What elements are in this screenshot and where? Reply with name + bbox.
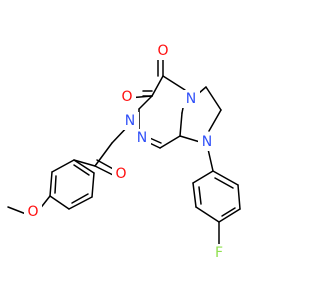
- canvas-background: [0, 0, 300, 300]
- label-mask: [182, 90, 200, 108]
- label-mask: [121, 112, 139, 130]
- label-mask: [210, 244, 228, 262]
- atom-label-n8: N: [202, 134, 212, 150]
- bond-mph-2: [49, 171, 53, 197]
- label-mask: [118, 88, 136, 106]
- bond-mph-1: [51, 159, 75, 173]
- bond-mph-3: [49, 195, 70, 210]
- bond-c4-n5: [162, 75, 186, 91]
- bond-mph-inner-3: [73, 164, 90, 176]
- label-mask: [24, 203, 42, 221]
- bond-acyl-o: [94, 165, 116, 177]
- bond-fph-4: [218, 208, 241, 223]
- bond-c4-c3: [151, 75, 164, 97]
- bond-c7-n8: [208, 109, 222, 132]
- bond-mph-inner-1: [54, 175, 57, 194]
- label-mask: [198, 133, 216, 151]
- bond-c8a-c-ring: [159, 135, 181, 149]
- atom-label-o-c3: O: [121, 89, 132, 105]
- atom-label-o-methoxy: O: [27, 204, 38, 220]
- bond-ring-right: [179, 112, 183, 137]
- bond-co-aryl: [73, 159, 96, 167]
- bond-o-ch3: [7, 206, 27, 215]
- bond-fph-inner-2: [221, 207, 236, 217]
- atom-label-n1: N: [137, 130, 147, 146]
- label-mask: [133, 129, 151, 147]
- bond-fph-3: [195, 206, 220, 223]
- atom-label-o-c4: O: [157, 43, 168, 59]
- bond-c3-n2: [138, 95, 153, 110]
- bond-fph-2: [192, 182, 197, 208]
- label-mask: [155, 42, 173, 60]
- bond-c6-c7: [205, 86, 222, 111]
- chemical-structure-diagram: O O N N N N O O F: [0, 0, 300, 300]
- bond-fph-5: [237, 184, 241, 210]
- atom-label-n5: N: [186, 91, 196, 107]
- bond-mph-inner-2: [71, 193, 89, 204]
- bond-mph-6: [73, 159, 95, 174]
- atom-label-f: F: [215, 245, 223, 261]
- bond-n8-c8a: [179, 135, 201, 143]
- bond-fph-inner-3: [214, 177, 234, 189]
- bond-mph-5: [91, 172, 95, 198]
- bond-mph-4: [68, 196, 93, 210]
- bond-n8-aryl: [207, 148, 214, 172]
- atom-label-o-acyl: O: [115, 166, 126, 182]
- label-mask: [112, 165, 130, 183]
- bond-ch2-co: [94, 142, 113, 167]
- atom-label-layer: O O N N N N O O F: [24, 42, 228, 262]
- bond-fph-1: [192, 170, 214, 184]
- bond-fph-inner-1: [198, 186, 202, 205]
- bond-fph-6: [212, 170, 239, 186]
- atom-label-n2: N: [125, 113, 135, 129]
